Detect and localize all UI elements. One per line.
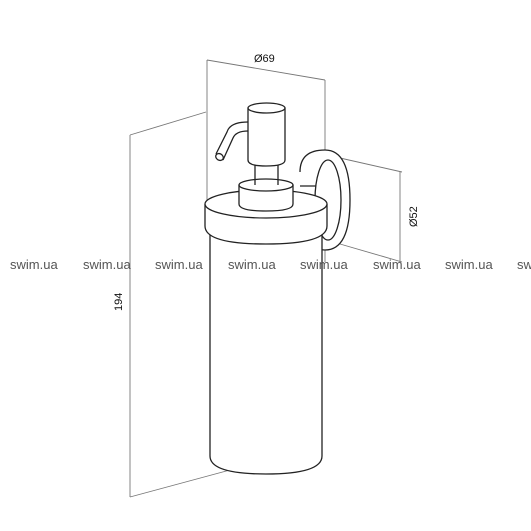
watermark-text: swim.ua	[155, 257, 203, 272]
pump-spout	[215, 121, 249, 161]
pump-head	[247, 108, 286, 167]
extension-line-flange-bottom	[339, 243, 403, 263]
watermark-text: swim.ua	[300, 257, 348, 272]
watermark-text: swim.ua	[373, 257, 421, 272]
label-diameter-top: Ø69	[254, 53, 275, 65]
pump-head-top	[247, 102, 286, 114]
spout-tip	[215, 152, 224, 162]
pump-stem	[254, 162, 279, 185]
label-height: 194	[113, 293, 125, 311]
watermark-text: swim.ua	[228, 257, 276, 272]
extension-line-height-top	[129, 111, 207, 136]
watermark-text: sw	[517, 257, 531, 272]
dispenser-outline	[204, 102, 351, 475]
extension-line-flange-top	[339, 157, 403, 173]
pump-collar-top	[238, 178, 294, 192]
pump-collar	[238, 185, 294, 212]
dimension-lines	[129, 59, 403, 498]
watermark-text: swim.ua	[10, 257, 58, 272]
label-diameter-flange: Ø52	[408, 206, 420, 227]
watermark-text: swim.ua	[445, 257, 493, 272]
extension-line-height-bottom	[129, 469, 231, 498]
dimension-line-d69	[206, 59, 326, 81]
cylinder-body	[209, 225, 323, 475]
watermark-text: swim.ua	[83, 257, 131, 272]
